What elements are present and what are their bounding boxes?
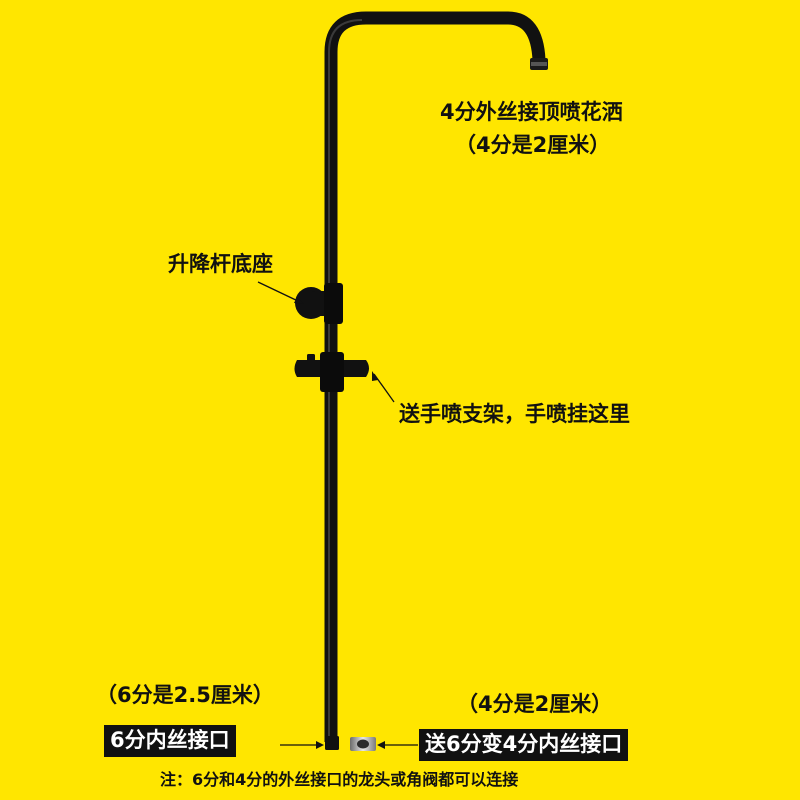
shower-rail-highlight	[328, 19, 363, 742]
bottom-inlet-fitting	[325, 736, 339, 750]
base-mount-collar	[324, 283, 343, 324]
holder-collar	[320, 352, 344, 392]
right-inlet-label: 送6分变4分内丝接口	[419, 729, 629, 761]
right-size-label: （4分是2厘米）	[457, 692, 613, 716]
holder-label: 送手喷支架，手喷挂这里	[399, 402, 630, 426]
top-thread-label: 4分外丝接顶喷花洒	[440, 100, 623, 124]
top-outlet-thread	[531, 62, 547, 66]
holder-knob	[307, 354, 315, 361]
callout-arrows	[257, 281, 418, 746]
adapter-nut-hole	[357, 739, 369, 749]
callout-arrowheads	[294, 297, 385, 749]
base-label: 升降杆底座	[168, 252, 273, 276]
shower-rail-pipe	[324, 11, 546, 742]
left-inlet-label: 6分内丝接口	[104, 725, 236, 757]
left-size-label: （6分是2.5厘米）	[96, 683, 274, 707]
compatibility-note: 注：6分和4分的外丝接口的龙头或角阀都可以连接	[160, 770, 519, 789]
top-size-label: （4分是2厘米）	[455, 133, 611, 157]
